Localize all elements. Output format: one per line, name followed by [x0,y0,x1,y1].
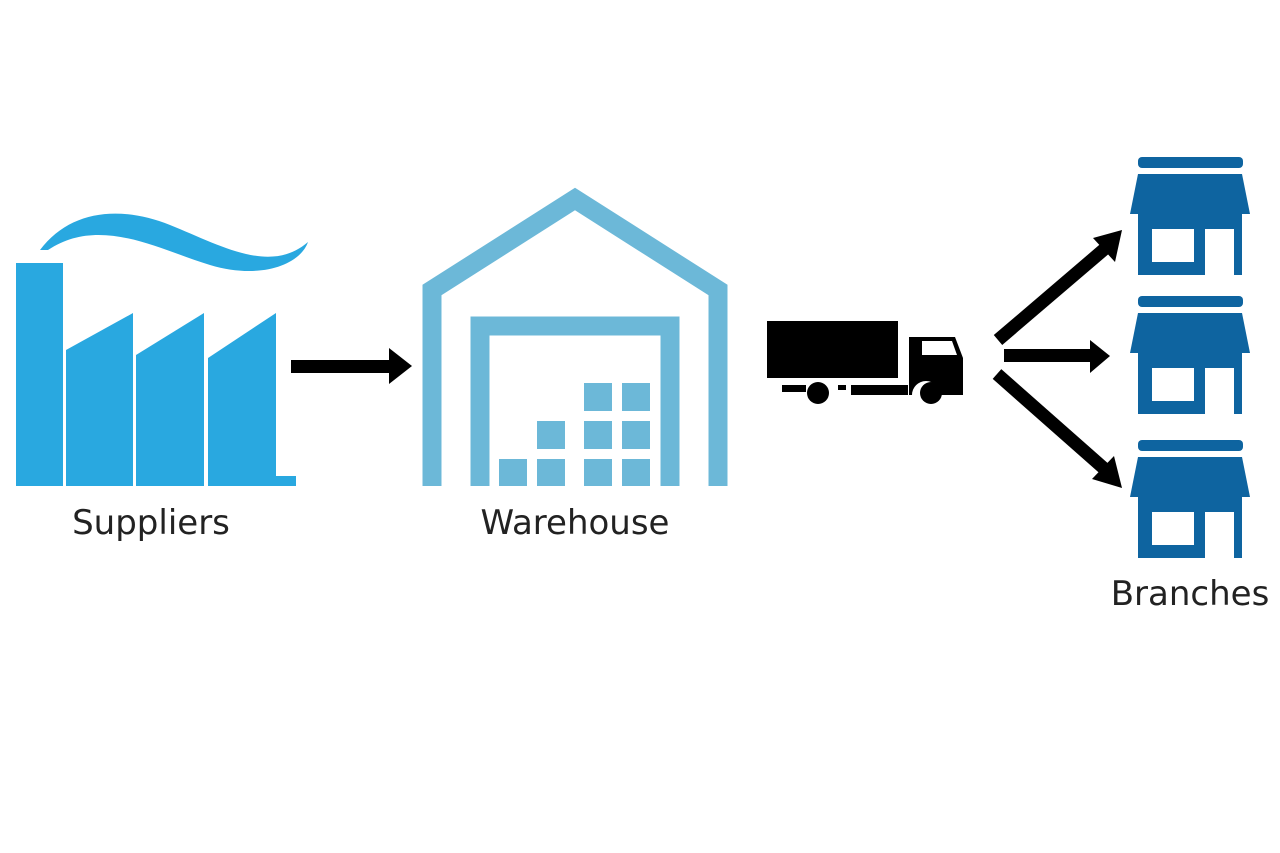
arrow-to-branch-2 [1004,340,1110,373]
warehouse-icon [422,187,728,486]
store-icon [1130,440,1250,558]
warehouse-roof-walls [422,187,728,486]
truck-icon [767,321,963,404]
factory-section-1 [66,313,133,486]
factory-section-2 [136,313,204,486]
suppliers-label: Suppliers [72,503,230,543]
truck-window [922,341,957,355]
truck-wheel-front [920,382,942,404]
store-icon [1130,157,1250,275]
arrows-to-branches [992,230,1122,488]
store-icon [1130,296,1250,414]
warehouse-label: Warehouse [480,503,670,543]
branch-stores [1130,157,1250,558]
factory-icon [16,213,308,486]
arrow-suppliers-to-warehouse [291,348,412,384]
warehouse-door-frame [470,316,680,486]
arrow-to-branch-3 [992,369,1122,488]
branches-label: Branches [1110,574,1270,614]
factory-smoke [40,213,308,272]
factory-section-3 [208,313,296,486]
warehouse-boxes [499,383,650,486]
factory-chimney [16,263,63,486]
truck-wheel-rear [807,382,829,404]
arrow-to-branch-1 [993,230,1122,345]
truck-cargo [767,321,898,378]
